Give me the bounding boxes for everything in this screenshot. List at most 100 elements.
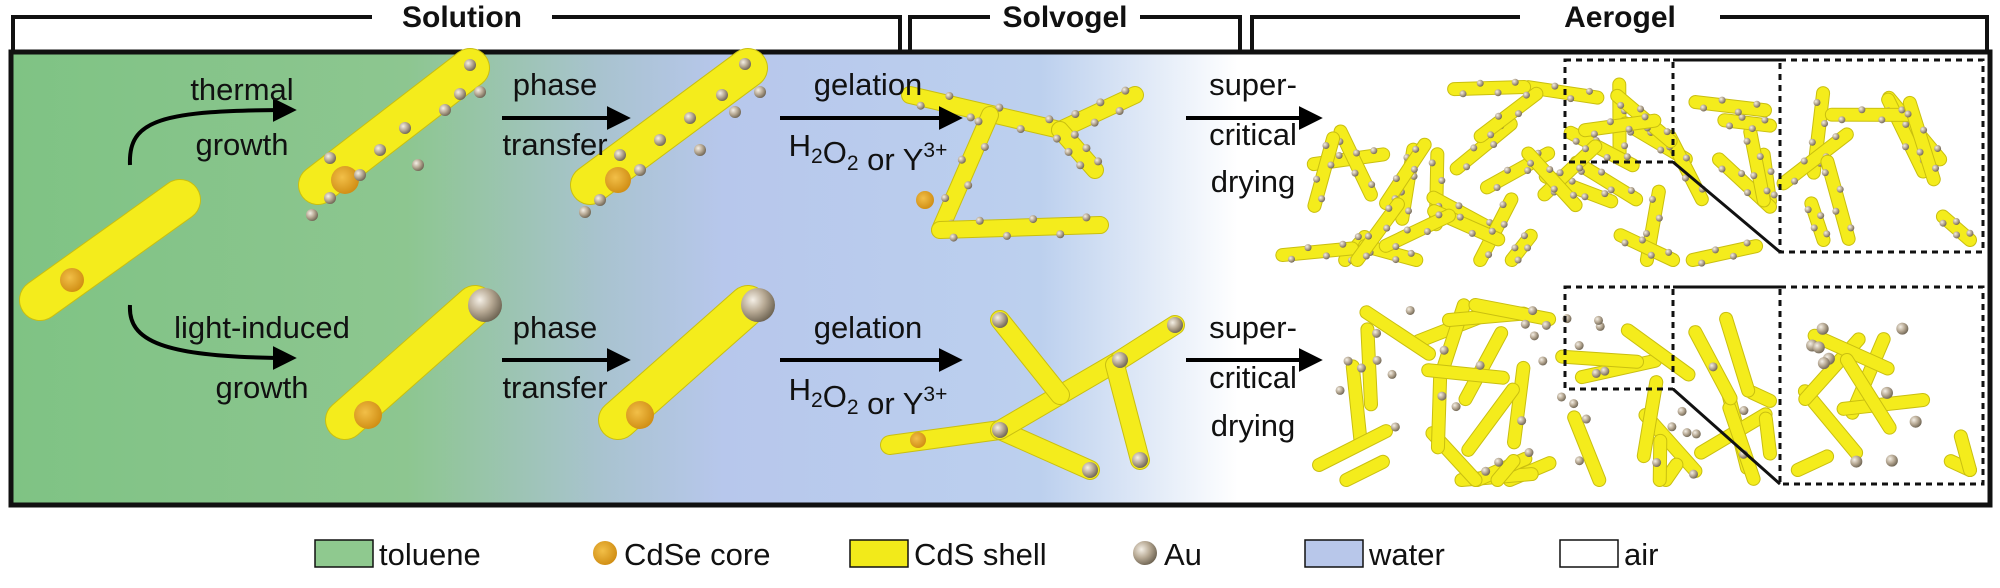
au-particle [1743, 189, 1751, 197]
au-particle [1858, 106, 1866, 114]
au-particle [1405, 207, 1413, 215]
au-particle [1738, 113, 1746, 121]
au-particle [399, 122, 411, 134]
au-particle [1581, 414, 1591, 424]
stage-brackets [11, 15, 1989, 52]
au-particle [1953, 231, 1961, 239]
au-particle [1718, 96, 1726, 104]
au-particle [1734, 108, 1742, 116]
legend-swatch-1 [593, 541, 617, 565]
au-particle [945, 91, 954, 100]
au-particle [1538, 356, 1548, 366]
au-particle [1878, 116, 1886, 124]
au-particle [594, 194, 606, 206]
au-particle [1451, 402, 1461, 412]
zoom-strand-bottom-fill [1840, 353, 1896, 434]
aerogel-strand-top-fill [1664, 130, 1708, 206]
au-particle [1606, 118, 1614, 126]
au-particle [1520, 232, 1528, 240]
au-particle [1711, 246, 1719, 254]
au-particle [1493, 184, 1501, 192]
au-particle [1490, 141, 1498, 149]
au-particle [1682, 154, 1690, 162]
au-particle [1064, 147, 1073, 156]
au-particle [1641, 113, 1649, 121]
growth-label-bottom-1: light-induced [174, 310, 350, 345]
growth-arrow-bottom [127, 304, 297, 370]
au-particle [1468, 229, 1476, 237]
zoom-source-bottom [1563, 285, 1675, 391]
au-particle [1718, 165, 1726, 173]
au-particle [1392, 243, 1400, 251]
aerogel-strand-top-fill [1505, 229, 1537, 266]
au-tip [741, 288, 775, 322]
drying-label-bottom-1: super- [1209, 310, 1297, 345]
au-particle [1652, 458, 1662, 468]
au-particle [1368, 181, 1376, 189]
au-particle [1574, 341, 1584, 351]
aerogel-strand-bottom-fill [1637, 376, 1663, 463]
au-particle [1385, 204, 1393, 212]
drying-label-bottom-3: drying [1211, 408, 1295, 443]
zoom-strand-top-fill [1777, 128, 1853, 190]
au-particle [957, 155, 966, 164]
light-rod-fill [326, 286, 494, 439]
aerogel-strand-bottom-fill [1759, 412, 1776, 460]
au-particle [1625, 125, 1633, 133]
au-particle [1076, 161, 1085, 170]
au-particle [1362, 252, 1370, 260]
solvogel-branch-top-fill [1052, 87, 1143, 138]
aerogel-strand-bottom-fill [1720, 312, 1755, 397]
au-particle [1045, 115, 1054, 124]
au-particle [1494, 457, 1504, 467]
au-particle [1112, 352, 1128, 368]
au-particle [1481, 466, 1491, 476]
au-particle [1572, 137, 1580, 145]
zoom-strand-top-fill [1821, 155, 1855, 245]
drying-label-top-2: critical [1209, 117, 1297, 152]
au-particle [1476, 79, 1484, 87]
au-particle [1902, 120, 1910, 128]
au-particle [1094, 157, 1103, 166]
au-particle [1335, 385, 1345, 395]
drying-label-top-3: drying [1211, 164, 1295, 199]
au-particle [1688, 469, 1698, 479]
zoom-strand-top-fill [1903, 96, 1940, 186]
au-particle [1663, 128, 1671, 136]
au-particle [1594, 315, 1604, 325]
au-particle [1601, 190, 1609, 198]
au-particle [354, 169, 366, 181]
phase-label-top-2: transfer [502, 127, 607, 162]
au-particle [1082, 462, 1098, 478]
au-particle [1657, 146, 1665, 154]
au-particle [1832, 207, 1840, 215]
aerogel-strand-top-fill [1448, 80, 1531, 96]
au-particle [1515, 110, 1523, 118]
au-particle [1569, 191, 1577, 199]
au-particle [1437, 391, 1447, 401]
au-particle [1647, 251, 1655, 259]
au-particle [1902, 143, 1910, 151]
stage-label-solution: Solution [402, 1, 522, 34]
au-particle [1567, 95, 1575, 103]
au-particle [412, 159, 424, 171]
au-particle [1339, 240, 1347, 248]
aerogel-strand-top-fill [1308, 132, 1340, 212]
au-particle [1494, 89, 1502, 97]
aerogel-strand-bottom-fill [1568, 411, 1606, 486]
au-particle [1488, 227, 1496, 235]
seed-core [60, 268, 84, 292]
au-particle [1343, 356, 1353, 366]
au-particle [1313, 175, 1321, 183]
phase-label-bottom-2: transfer [502, 370, 607, 405]
au-particle [1648, 195, 1656, 203]
au-particle [739, 58, 751, 70]
zoom-strand-bottom-fill [1791, 450, 1834, 476]
au-particle [1581, 193, 1589, 201]
au-particle [1524, 448, 1534, 458]
au-particle [1920, 126, 1928, 134]
au-particle [964, 181, 973, 190]
au-particle [1665, 248, 1673, 256]
au-particle [1738, 169, 1746, 177]
au-particle [1821, 120, 1829, 128]
